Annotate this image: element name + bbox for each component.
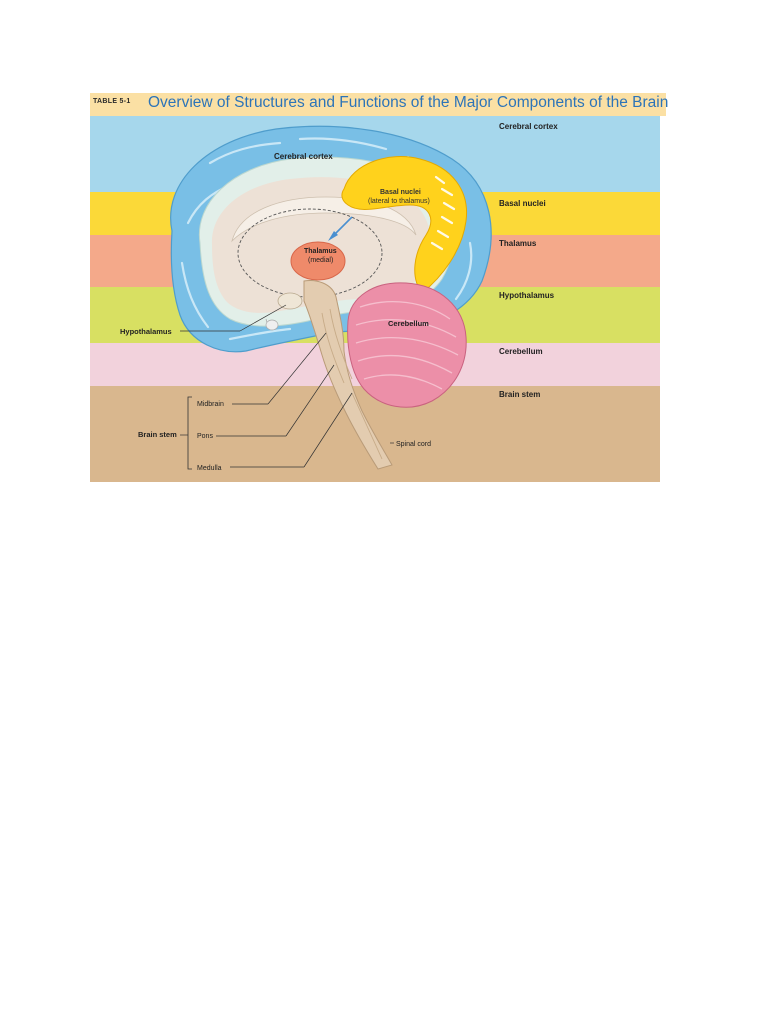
cerebellum-shape bbox=[347, 282, 467, 408]
brain-illustration: Cerebral cortex Basal nuclei (lateral to… bbox=[120, 125, 492, 472]
band-label-brain-stem: Brain stem bbox=[499, 390, 541, 399]
diagram-label-cerebral-cortex: Cerebral cortex bbox=[274, 152, 333, 161]
diagram-label-pons: Pons bbox=[197, 433, 213, 440]
diagram-label-thalamus-note: (medial) bbox=[308, 257, 333, 264]
diagram-label-brain-stem: Brain stem bbox=[138, 430, 177, 439]
band-label-cerebellum: Cerebellum bbox=[499, 347, 543, 356]
hypothalamus-shape bbox=[277, 292, 303, 310]
thalamus-shape bbox=[290, 241, 346, 281]
table-header: TABLE 5-1 Overview of Structures and Fun… bbox=[90, 93, 669, 116]
diagram-label-hypothalamus: Hypothalamus bbox=[120, 327, 172, 336]
band-label-basal-nuclei: Basal nuclei bbox=[499, 199, 546, 208]
basal-nuclei-shape bbox=[341, 156, 468, 294]
diagram-label-midbrain: Midbrain bbox=[197, 401, 224, 408]
brain-stem-shape bbox=[303, 280, 393, 470]
brain-overview-figure: TABLE 5-1 Overview of Structures and Fun… bbox=[90, 93, 669, 483]
diagram-label-medulla: Medulla bbox=[197, 465, 222, 472]
diagram-label-cerebellum: Cerebellum bbox=[388, 319, 429, 328]
table-tag: TABLE 5-1 bbox=[93, 98, 131, 105]
brain-stem-bracket bbox=[187, 396, 192, 470]
diagram-label-basal-nuclei-note: (lateral to thalamus) bbox=[368, 198, 430, 205]
table-title: Overview of Structures and Functions of … bbox=[148, 94, 669, 111]
diagram-label-thalamus: Thalamus bbox=[304, 248, 337, 255]
band-label-cerebral-cortex: Cerebral cortex bbox=[499, 122, 558, 131]
band-label-hypothalamus: Hypothalamus bbox=[499, 291, 555, 300]
band-label-thalamus: Thalamus bbox=[499, 239, 537, 248]
diagram-label-basal-nuclei: Basal nuclei bbox=[380, 189, 421, 196]
band-brain-stem: Brain stem bbox=[90, 386, 660, 482]
diagram-label-spinal-cord: Spinal cord bbox=[396, 441, 431, 448]
